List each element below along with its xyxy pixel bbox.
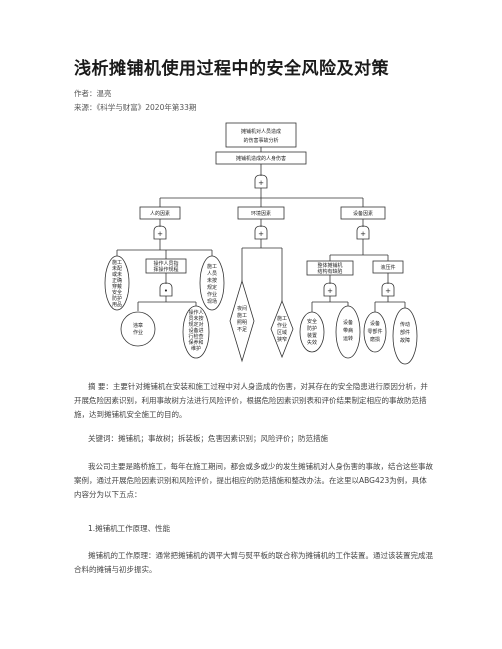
- equip-structure-box-line-1: 整体摊铺机: [317, 262, 342, 269]
- human-event-4-line: 维护: [191, 345, 201, 352]
- equip-event-1-line: 装置: [307, 332, 317, 339]
- human-event-2-line: 施工: [207, 263, 217, 270]
- human-event-1-line: 用品: [112, 302, 122, 308]
- env-event-2-line: 区域: [277, 329, 287, 336]
- equip-hydraulic-box-label: 液压件: [380, 264, 395, 271]
- human-event-3-line: 作业: [133, 329, 143, 336]
- principle-paragraph: 摊铺机的工作原理：通常把摊铺机的调平大臂与熨平板的联合称为摊铺机的工作装置。通过…: [74, 551, 433, 574]
- human-event-1-line: 正确: [112, 277, 122, 284]
- svg-text:+: +: [157, 230, 163, 238]
- abstract-paragraph: 摘 要：主要针对摊铺机在安装和施工过程中对人身造成的伤害，对其存在的安全隐患进行…: [74, 382, 428, 419]
- env-event-2-line: 作业: [277, 322, 287, 329]
- human-event-1-line: 未配: [112, 265, 122, 272]
- equip-event-1-line: 防护: [307, 325, 317, 332]
- human-event-4-line: 规定对: [188, 321, 203, 328]
- svg-text:+: +: [360, 230, 366, 238]
- human-rule-box-line-2: 挥操作规程: [153, 266, 178, 273]
- human-event-2-line: 未按: [207, 277, 217, 284]
- equip-event-1-line: 安全: [307, 318, 317, 325]
- env-event-1-line: 施工: [237, 312, 247, 319]
- human-event-1-line: 或未: [112, 271, 122, 278]
- top-box-line-2: 的伤害事故分析: [243, 137, 278, 144]
- author-line: 作者：温亮: [74, 89, 112, 98]
- human-event-4-line: 设备进: [188, 327, 203, 334]
- env-event-1-line: 夜间: [237, 305, 247, 312]
- intro-paragraph: 我公司主要是路桥施工，每年在施工期间，都会或多或少的发生摊铺机对人身伤害的事故，…: [74, 462, 433, 499]
- svg-text:•: •: [164, 287, 168, 295]
- human-event-2-line: 规定: [207, 284, 217, 291]
- fault-tree-diagram: + + • + + + + 摊铺机对人员造成 的伤害事故分析 摊铺机造成的人身伤…: [104, 122, 418, 365]
- svg-text:+: +: [385, 287, 391, 295]
- equip-event-4-line: 传动: [400, 321, 410, 328]
- equip-event-2-line: 带病: [343, 327, 353, 334]
- human-event-2-line: 现场: [207, 298, 217, 305]
- human-event-4-line: 员未按: [188, 315, 203, 322]
- keywords-paragraph: 关键词：摊铺机；事故树；拆装板；危害因素识别；风险评价；防范措施: [88, 434, 328, 443]
- equip-event-4-line: 部件: [400, 329, 410, 336]
- equip-event-3-line: 设备: [370, 320, 380, 327]
- svg-text:+: +: [258, 179, 264, 187]
- factor-equipment-label: 设备因素: [353, 210, 373, 217]
- article-title: 浅析摊铺机使用过程中的安全风险及对策: [74, 59, 389, 79]
- equip-event-2-line: 运转: [343, 335, 353, 342]
- human-event-2-line: 作业: [207, 291, 217, 298]
- human-event-1-line: 防护: [112, 295, 122, 302]
- human-event-3-line: 违章: [133, 322, 143, 329]
- source-line: 来源：《科学与财富》2020年第33期: [74, 103, 197, 112]
- equip-event-2-line: 设备: [343, 319, 353, 326]
- top-event-label: 摊铺机造成的人身伤害: [236, 155, 286, 162]
- human-event-4-line: 保养和: [188, 339, 203, 346]
- factor-environment-label: 环境因素: [251, 210, 271, 217]
- env-event-1-line: 照明: [237, 320, 247, 326]
- human-event-1-line: 穿戴: [112, 283, 122, 290]
- factor-human-label: 人的因素: [150, 210, 170, 217]
- env-event-1-line: 不足: [237, 327, 247, 333]
- equip-event-1-line: 失效: [307, 339, 317, 346]
- top-box-line-1: 摊铺机对人员造成: [241, 128, 281, 135]
- env-event-2-line: 狭窄: [277, 336, 287, 343]
- env-event-2-line: 施工: [277, 315, 287, 322]
- svg-text:+: +: [327, 287, 333, 295]
- human-event-1-line: 施工: [112, 259, 122, 266]
- section-heading: 1.摊铺机工作原理、性能: [88, 524, 171, 533]
- equip-structure-box-line-2: 结构有缺陷: [317, 268, 342, 275]
- equip-event-3-line: 零部件: [367, 328, 382, 335]
- equip-event-3-line: 磨损: [370, 336, 380, 343]
- human-event-2-line: 人员: [207, 271, 217, 277]
- equip-event-4-line: 故障: [400, 337, 410, 344]
- human-rule-box-line-1: 操作人员指: [153, 260, 178, 267]
- human-event-1-line: 安全: [112, 289, 122, 296]
- human-event-4-line: 操作人: [188, 309, 203, 316]
- human-event-4-line: 行检查: [188, 333, 203, 340]
- svg-text:+: +: [258, 230, 264, 238]
